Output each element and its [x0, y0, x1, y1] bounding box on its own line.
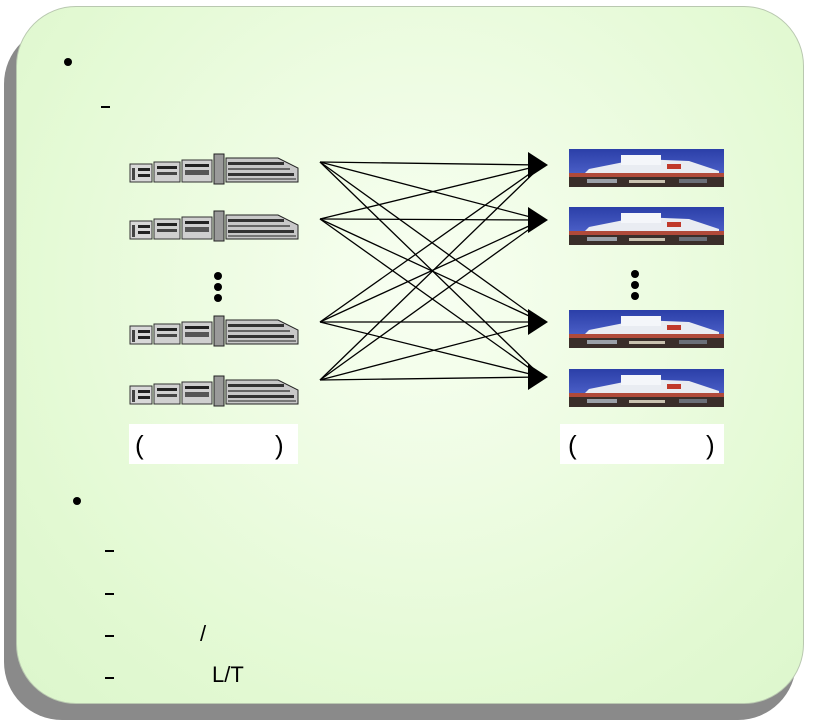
arrowhead-icon — [528, 152, 548, 178]
connection-line — [319, 218, 543, 378]
connection-line — [319, 164, 543, 323]
bullet-2 — [73, 497, 81, 505]
connection-line — [319, 161, 543, 166]
connection-line — [319, 161, 543, 323]
arrowhead-icon — [528, 207, 548, 233]
right-label-close-paren: ) — [706, 430, 715, 460]
connection-line — [319, 164, 543, 220]
server-rack-icon — [129, 375, 299, 407]
bullet-2-subitem-3-text: / — [200, 621, 207, 646]
building-photo-icon — [569, 149, 724, 187]
bullet-2-subitem-2-dash — [105, 593, 114, 595]
arrowhead-icon — [528, 309, 548, 335]
building-photo-icon — [569, 310, 724, 348]
connection-line — [319, 164, 543, 381]
connection-line — [319, 321, 543, 381]
left-group-label: ( ) — [129, 424, 298, 464]
bullet-2-subitem-3-dash — [105, 635, 114, 637]
connection-line — [319, 219, 543, 381]
connection-line — [319, 161, 543, 378]
building-photo-icon — [569, 369, 724, 407]
right-group-label: ( ) — [560, 424, 724, 464]
connection-line — [319, 161, 543, 221]
left-label-close-paren: ) — [275, 430, 284, 460]
ellipsis-vertical-icon — [631, 270, 639, 303]
server-rack-icon — [129, 315, 299, 347]
bullet-2-subitem-4-dash — [105, 677, 114, 679]
connection-line — [319, 218, 543, 221]
bullet-1 — [64, 58, 72, 66]
arrowhead-icon — [528, 364, 548, 390]
left-label-open-paren: ( — [135, 430, 144, 460]
right-label-open-paren: ( — [568, 430, 577, 460]
connection-line — [319, 321, 543, 378]
ellipsis-vertical-icon — [214, 272, 222, 305]
bullet-1-subitem-dash — [101, 106, 110, 108]
connection-line — [319, 376, 543, 381]
bullet-2-subitem-1-dash — [105, 550, 114, 552]
building-photo-icon — [569, 207, 724, 245]
bullet-2-subitem-4-text: L/T — [212, 662, 244, 687]
server-rack-icon — [129, 210, 299, 242]
slide-card — [16, 6, 804, 704]
connection-line — [319, 219, 543, 323]
server-rack-icon — [129, 153, 299, 185]
